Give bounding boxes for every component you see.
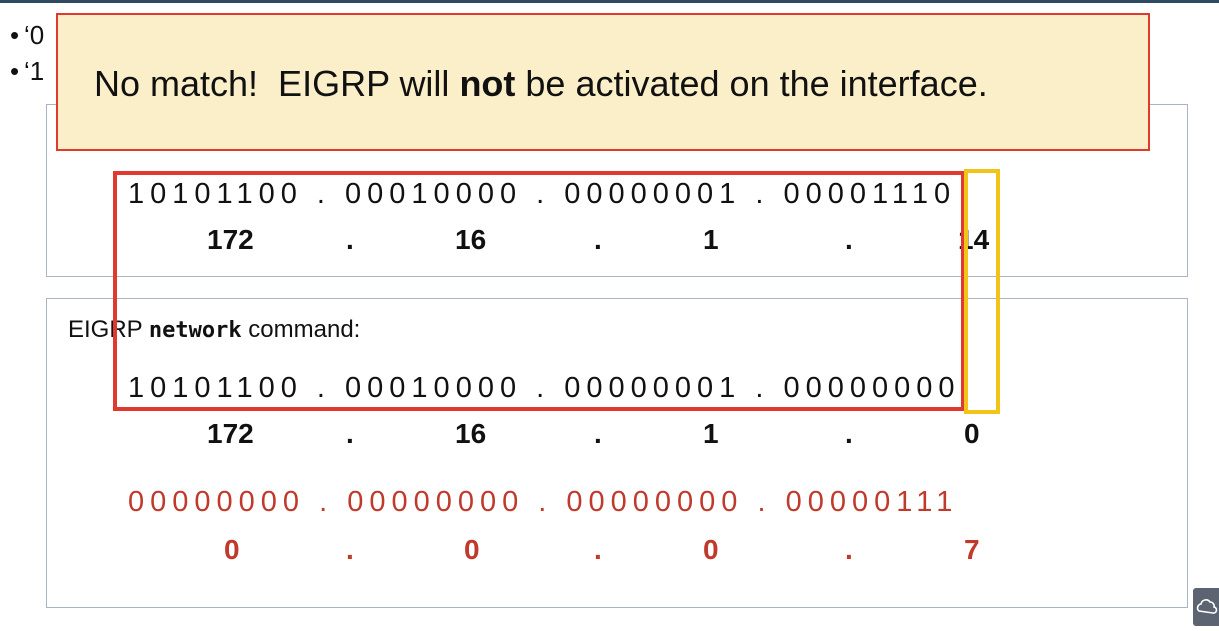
bullet-text: ‘1: [24, 56, 45, 86]
network-octet-3: 1: [703, 418, 719, 449]
octet-separator: .: [346, 224, 354, 255]
octet-separator: .: [845, 224, 853, 255]
interface-octet-3: 1: [703, 224, 719, 255]
network-command-label: EIGRP network command:: [68, 316, 360, 344]
label-suffix: command:: [241, 316, 361, 343]
wildcard-octet-2: 0: [464, 534, 480, 565]
octet-separator: .: [346, 534, 354, 565]
octet-separator: .: [594, 534, 602, 565]
bullet-item-1: •‘0: [10, 20, 44, 51]
cloud-icon: [1196, 599, 1218, 614]
bullet-dot: •: [10, 56, 20, 86]
network-binary: 10101100 . 00010000 . 00000001 . 0000000…: [128, 372, 961, 404]
octet-separator: .: [845, 418, 853, 449]
bullet-item-2: •‘1: [10, 56, 44, 87]
no-match-callout: No match! EIGRP will not be activated on…: [56, 13, 1150, 151]
bullet-text: ‘0: [24, 20, 45, 50]
interface-octet-1: 172: [207, 224, 254, 255]
mismatch-bit-highlight: [964, 169, 1000, 414]
octet-separator: .: [346, 418, 354, 449]
wildcard-octet-1: 0: [224, 534, 240, 565]
interface-octet-2: 16: [455, 224, 487, 255]
corner-widget-icon[interactable]: [1193, 588, 1219, 626]
label-prefix: EIGRP: [68, 316, 149, 343]
network-keyword: network: [148, 318, 242, 343]
octet-separator: .: [594, 224, 602, 255]
wildcard-octet-4: 7: [964, 534, 980, 565]
octet-separator: .: [594, 418, 602, 449]
callout-text: No match! EIGRP will not be activated on…: [94, 63, 988, 105]
callout-emphasis: not: [459, 63, 516, 104]
bullet-dot: •: [10, 20, 20, 50]
callout-prefix: No match! EIGRP will: [94, 63, 460, 104]
callout-suffix: be activated on the interface.: [515, 63, 988, 104]
interface-binary: 10101100 . 00010000 . 00000001 . 0000111…: [128, 178, 957, 210]
network-octet-4: 0: [964, 418, 980, 449]
octet-separator: .: [845, 534, 853, 565]
wildcard-binary: 00000000 . 00000000 . 00000000 . 0000011…: [128, 486, 959, 518]
matching-bits-highlight: [113, 171, 965, 411]
wildcard-octet-3: 0: [703, 534, 719, 565]
network-octet-2: 16: [455, 418, 487, 449]
top-accent-bar: [0, 0, 1219, 3]
network-octet-1: 172: [207, 418, 254, 449]
